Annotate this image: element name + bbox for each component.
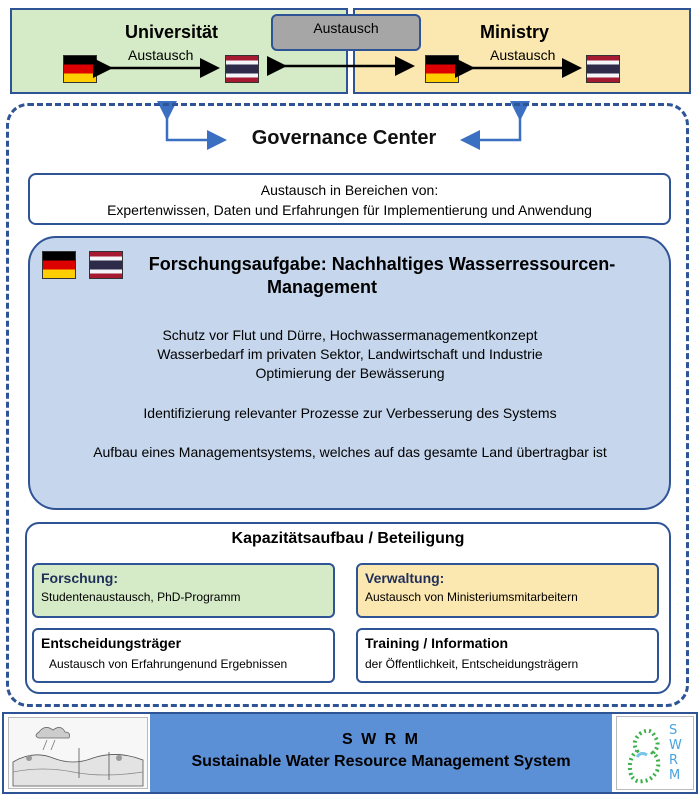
governance-center-frame xyxy=(6,103,689,707)
germany-flag-icon xyxy=(63,55,97,83)
exchange-areas-detail: Expertenwissen, Daten und Erfahrungen fü… xyxy=(107,202,592,218)
exchange-button: Austausch xyxy=(271,14,421,51)
research-task-box xyxy=(28,236,671,510)
exchange-areas-box: Austausch in Bereichen von: Expertenwiss… xyxy=(28,173,671,225)
research-card-title: Forschung: xyxy=(41,570,118,586)
water-cycle-illustration xyxy=(8,717,148,789)
swrm-banner: S W R M Sustainable Water Resource Manag… xyxy=(150,714,612,792)
thailand-flag-icon xyxy=(586,55,620,83)
swrm-acronym: S W R M xyxy=(342,731,420,748)
right-governance-arrow xyxy=(460,101,530,150)
training-card-text: der Öffentlichkeit, Entscheidungsträgern xyxy=(365,657,579,671)
research-task-title: Forschungsaufgabe: Nachhaltiges Wasserre… xyxy=(126,253,638,299)
governance-center-title: Governance Center xyxy=(251,127,437,149)
research-item: Optimierung der Bewässerung xyxy=(255,365,445,381)
thailand-flag-icon xyxy=(225,55,259,83)
left-governance-arrow xyxy=(157,101,227,150)
capacity-building-title: Kapazitätsaufbau / Beteiligung xyxy=(231,530,465,547)
research-item: Identifizierung relevanter Prozesse zur … xyxy=(143,405,557,421)
administration-card: Verwaltung: Austausch von Ministeriumsmi… xyxy=(356,563,659,618)
research-task-title-line2: Management xyxy=(266,277,378,297)
research-item: Aufbau eines Managementsystems, welches … xyxy=(93,444,607,460)
university-title: Universität xyxy=(125,22,219,42)
decision-makers-card-text: Austausch von Erfahrungenund Ergebnissen xyxy=(49,657,288,671)
research-card: Forschung: Studentenaustausch, PhD-Progr… xyxy=(32,563,335,618)
exchange-areas-heading: Austausch in Bereichen von: xyxy=(260,182,439,198)
ministry-title: Ministry xyxy=(480,22,550,42)
exchange-button-label: Austausch xyxy=(313,20,379,36)
capacity-building-box xyxy=(25,522,671,694)
training-card-title: Training / Information xyxy=(365,635,509,651)
administration-card-text: Austausch von Ministeriumsmitarbeitern xyxy=(365,590,578,604)
thailand-flag-icon xyxy=(89,251,123,279)
research-card-text: Studentenaustausch, PhD-Programm xyxy=(41,590,241,604)
decision-makers-card: Entscheidungsträger Austausch von Erfahr… xyxy=(32,628,335,683)
top-arrows xyxy=(93,56,582,150)
training-card: Training / Information der Öffentlichkei… xyxy=(356,628,659,683)
decision-makers-card-title: Entscheidungsträger xyxy=(41,635,182,651)
research-task-title-line1: Forschungsaufgabe: Nachhaltiges Wasserre… xyxy=(148,254,616,274)
research-item: Schutz vor Flut und Dürre, Hochwasserman… xyxy=(162,327,538,343)
water-cycle-icon xyxy=(12,727,144,787)
research-item: Wasserbedarf im privaten Sektor, Landwir… xyxy=(157,346,543,362)
swrm-logo: SWRM xyxy=(616,716,694,790)
swrm-full-name: Sustainable Water Resource Management Sy… xyxy=(191,753,571,770)
swrm-logo-icon xyxy=(627,728,661,784)
administration-card-title: Verwaltung: xyxy=(365,570,445,586)
germany-flag-icon xyxy=(425,55,459,83)
swrm-logo-text: SWRM xyxy=(669,723,682,783)
germany-flag-icon xyxy=(42,251,76,279)
